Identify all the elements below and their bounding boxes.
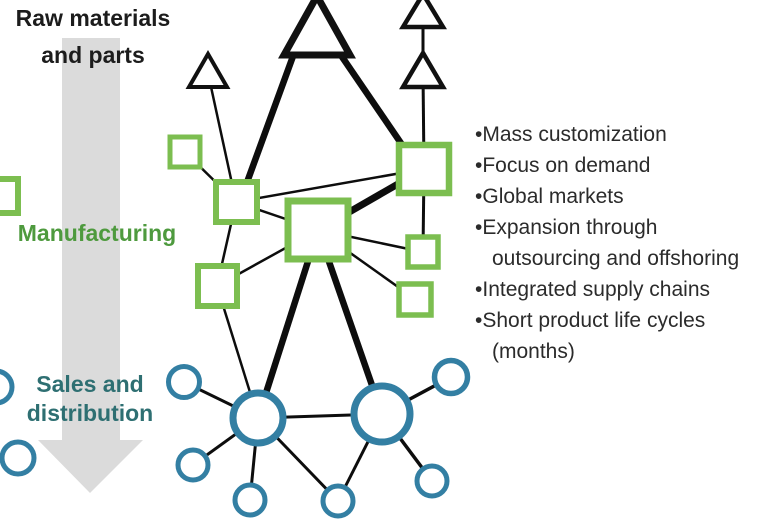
manufacturing-node-hub	[284, 197, 352, 263]
network-nodes	[0, 0, 471, 519]
characteristic-item: Integrated supply chains	[475, 274, 772, 305]
distribution-node-lower-left	[175, 447, 211, 483]
characteristic-item: Focus on demand	[475, 150, 772, 181]
downward-flow-arrow	[38, 38, 143, 493]
distribution-node-bottom-2	[320, 483, 356, 519]
manufacturing-node-bottom-left	[195, 263, 240, 309]
distribution-node-upper-left	[166, 364, 202, 400]
distribution-node-hub-right	[350, 382, 414, 446]
characteristic-item: Mass customization	[475, 119, 772, 150]
manufacturing-node-right-large	[395, 141, 453, 197]
characteristic-item: Short product life cycles (months)	[475, 305, 772, 367]
stage-label-manufacturing: Manufacturing	[17, 220, 177, 246]
raw-material-node-right	[399, 48, 447, 90]
stage-label-raw-materials: Raw materials and parts	[15, 5, 171, 68]
supply-link	[333, 46, 410, 154]
manufacturing-node-medium	[213, 179, 260, 225]
stage-label-sales-distribution: Sales and distribution	[26, 371, 154, 426]
characteristic-item: Expansion through outsourcing and offsho…	[475, 212, 772, 274]
distribution-node-upper-right	[431, 357, 471, 397]
manufacturing-node-edge-left	[0, 176, 21, 216]
distribution-node-hub-left	[229, 389, 287, 447]
characteristics-list: Mass customizationFocus on demandGlobal …	[475, 119, 772, 367]
characteristic-item: Global markets	[475, 181, 772, 212]
distribution-node-left	[0, 439, 37, 477]
distribution-node-bottom-right	[414, 463, 450, 499]
distribution-node-bottom-1	[232, 482, 268, 518]
raw-material-node-small	[185, 49, 231, 89]
raw-material-node-large	[278, 0, 356, 59]
raw-material-node-top-right	[399, 0, 447, 30]
supply-link	[235, 167, 425, 204]
manufacturing-node-small-top	[167, 134, 203, 170]
manufacturing-node-right-lower	[396, 281, 434, 318]
distribution-node-edge-left	[0, 368, 15, 406]
supply-link	[238, 46, 300, 198]
manufacturing-node-right-small	[405, 234, 441, 270]
